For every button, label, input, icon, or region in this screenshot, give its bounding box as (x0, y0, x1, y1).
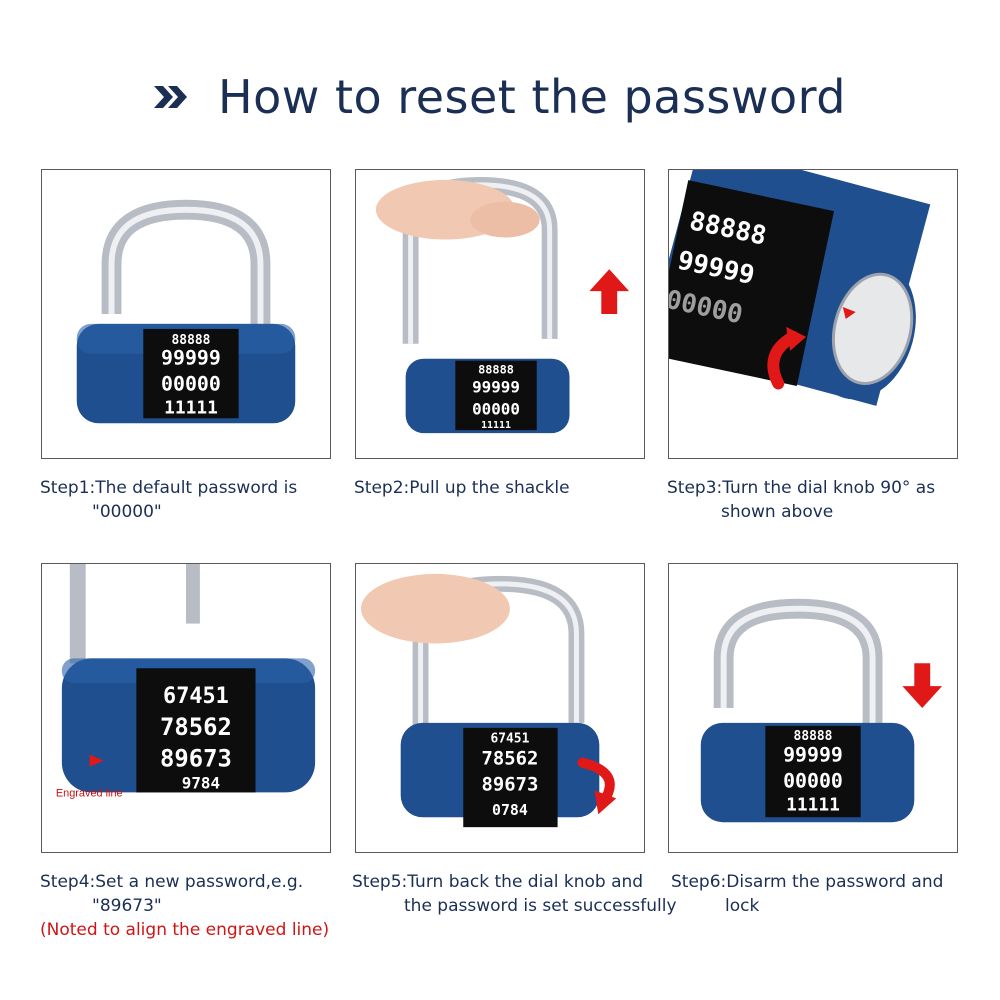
dial-row: 11111 (481, 420, 511, 431)
dial-row: 11111 (786, 794, 840, 815)
dial-row: 9784 (182, 773, 220, 792)
step-text-continued: shown above (721, 502, 834, 522)
dial-row: 0784 (492, 801, 528, 819)
step1-image: 88888 99999 00000 11111 (41, 169, 331, 459)
dial-knob (831, 272, 914, 385)
dial-knob-closeup-illustration: 88888 99999 00000 (669, 170, 931, 406)
step-label: Step6: (671, 872, 727, 892)
step-label: Step4: (40, 872, 96, 892)
step-label: Step1: (40, 478, 96, 498)
set-new-password-illustration: 67451 78562 89673 9784 Engraved line (56, 564, 316, 799)
step-text: Turn the dial knob 90° as (722, 478, 936, 498)
step-text: Turn back the dial knob and (407, 872, 644, 892)
step4-image: 67451 78562 89673 9784 Engraved line (41, 563, 331, 853)
page-title: How to reset the password (218, 70, 846, 124)
arrow-up-icon (589, 269, 630, 314)
dial-row: 67451 (491, 732, 530, 747)
lock-opened-illustration: 88888 99999 00000 11111 (375, 176, 630, 434)
dial-row: 00000 (783, 769, 843, 792)
page-header: How to reset the password (0, 62, 1000, 132)
step-text-continued: "89673" (92, 896, 162, 916)
step6-image: 88888 99999 00000 11111 (668, 563, 958, 853)
step-text: The default password is (95, 478, 298, 498)
step-text: Set a new password,e.g. (95, 872, 304, 892)
lock-closed-illustration: 88888 99999 00000 11111 (76, 199, 296, 424)
alignment-note: (Noted to align the engraved line) (40, 920, 330, 940)
dial-row: 67451 (163, 684, 229, 709)
arrow-down-icon (902, 663, 943, 708)
step5-caption: Step5:Turn back the dial knob and the pa… (352, 870, 677, 918)
lock-locked-illustration: 88888 99999 00000 11111 (700, 598, 943, 823)
dial-row: 00000 (161, 372, 221, 395)
dial-row: 99999 (783, 744, 843, 767)
step4-caption: Step4:Set a new password,e.g. "89673" (N… (40, 870, 329, 942)
step2-image: 88888 99999 00000 11111 (355, 169, 645, 459)
step-text-continued: the password is set successfully (404, 896, 677, 916)
step2-caption: Step2:Pull up the shackle (354, 476, 570, 500)
step-text: Pull up the shackle (409, 478, 570, 498)
step5-image: 67451 78562 89673 0784 (355, 563, 645, 853)
turn-back-knob-illustration: 67451 78562 89673 0784 (360, 573, 617, 828)
rotate-arrow-icon (577, 757, 617, 815)
dial-row: 11111 (164, 397, 218, 418)
dial-row: 99999 (161, 347, 221, 370)
dial-row: 88888 (478, 363, 514, 377)
step6-caption: Step6:Disarm the password and lock (671, 870, 943, 918)
step1-caption: Step1:The default password is "00000" (40, 476, 297, 524)
dial-row: 78562 (482, 748, 539, 770)
hand-illustration (360, 573, 510, 644)
engraved-line-label: Engraved line (56, 787, 123, 799)
engraved-line-marker (89, 754, 104, 767)
dial-row: 89673 (482, 773, 539, 795)
step-label: Step5: (352, 872, 408, 892)
dial-row: 88888 (794, 729, 833, 744)
dial-row: 00000 (472, 399, 520, 418)
double-chevron-icon (154, 86, 188, 108)
step3-image: 88888 99999 00000 (668, 169, 958, 459)
dial-row: 78562 (160, 713, 232, 741)
step-text: Disarm the password and (726, 872, 944, 892)
dial-row: 99999 (472, 377, 520, 396)
dial-row: 88888 (172, 333, 211, 348)
step3-caption: Step3:Turn the dial knob 90° as shown ab… (667, 476, 935, 524)
step-label: Step3: (667, 478, 723, 498)
step-text-continued: lock (725, 896, 760, 916)
step-label: Step2: (354, 478, 410, 498)
rotate-arrow-icon (767, 326, 807, 390)
step-text-continued: "00000" (92, 502, 162, 522)
dial-row: 89673 (160, 745, 232, 773)
